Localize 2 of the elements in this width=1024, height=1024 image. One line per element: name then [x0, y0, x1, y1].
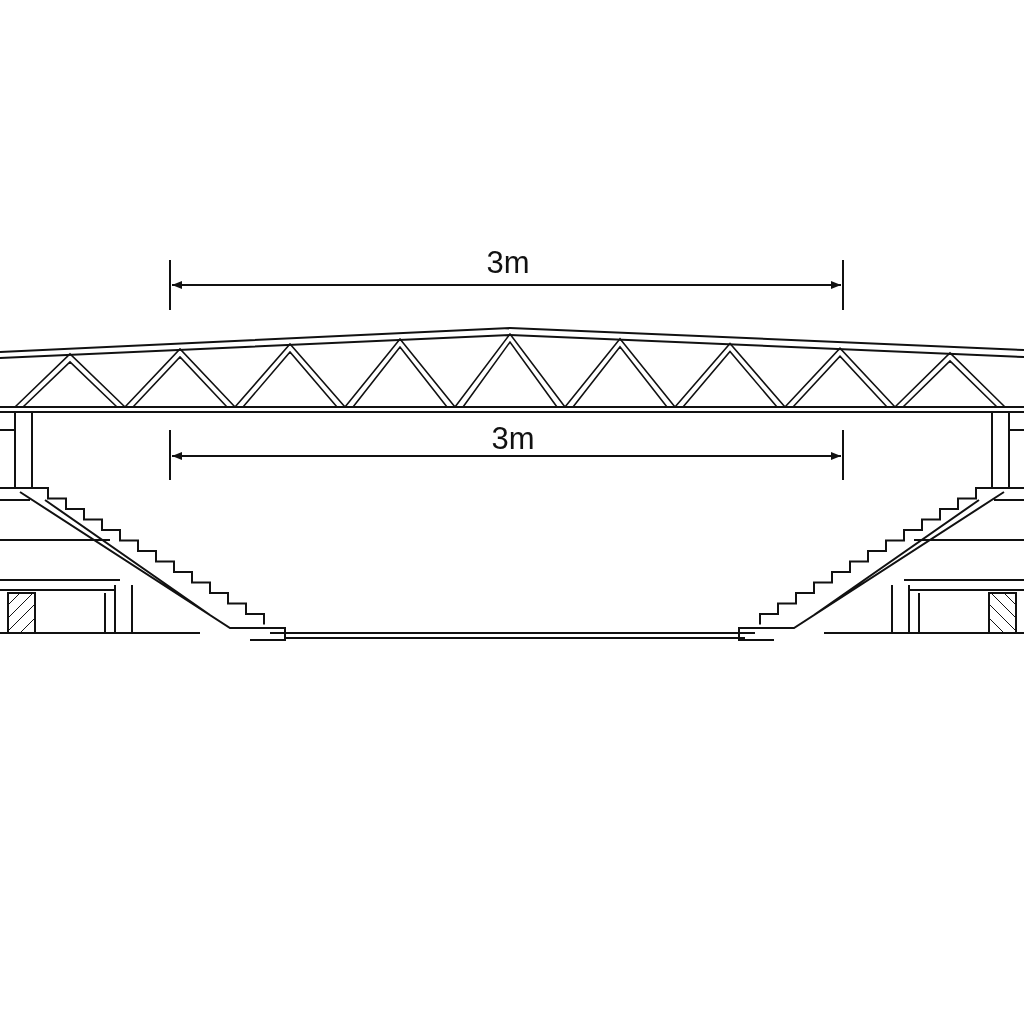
dimension-label: 3m — [491, 423, 535, 454]
dimension-label: 3m — [486, 247, 530, 278]
